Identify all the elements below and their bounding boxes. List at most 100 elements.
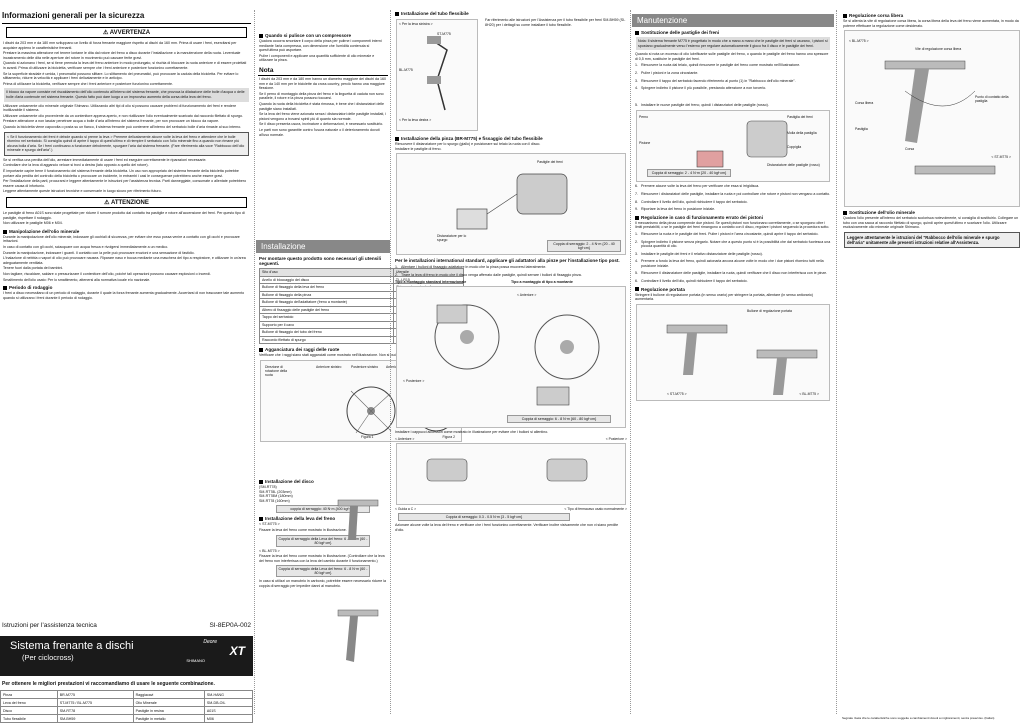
pads-heading: Sostituzione delle pastiglie dei freni	[635, 30, 831, 35]
oil-handling-para: Tenere fuori dalla portata dei bambini.	[3, 266, 64, 271]
mineral-oil-text: Durante la manipolazione dell'olio miner…	[3, 235, 250, 282]
pad-torque: Coppia di serraggio: 2 - 4 N·m {20 - 40 …	[647, 169, 731, 178]
contact-point-label: Punto di contatto della pastiglia	[975, 95, 1009, 104]
malfunction-text: Il meccanismo della pinza comprende due …	[635, 220, 830, 230]
safety-column: Informazioni generali per la sicurezza ⚠…	[0, 0, 253, 724]
caution-text: Le pastiglie di freno A01S sono state pr…	[3, 211, 250, 226]
malfunc-step: Installare le pastiglie dei freni e il r…	[641, 251, 763, 256]
pad-step: Pulire i pistoni e la zona circostante.	[641, 70, 699, 75]
shimano-logo: SHIMANO	[186, 658, 205, 663]
bullet-square-icon	[843, 13, 847, 18]
pads-note: Nota: Il sistema frenante M775 è progett…	[636, 37, 830, 51]
pad-step: Premere alcune volte la leva del freno p…	[641, 184, 760, 189]
parts-cell: Pastiglie in metallo	[132, 714, 205, 723]
pad-label: Pastiglia dei freni	[787, 115, 813, 120]
tools-cell: Tappo del serbatoio	[259, 313, 394, 322]
parts-cell: SM-BH59	[56, 714, 134, 723]
parts-cell: SM-HANG	[203, 690, 254, 699]
free-stroke-heading: Regolazione corsa libera	[843, 13, 1021, 18]
install-column: Installazione del tubo flessibile < Per …	[392, 0, 630, 724]
lever-st-label: < ST-M775 >	[259, 522, 280, 527]
oil-handling-para: L'inalazione di nebbia o vapori di olio …	[3, 256, 246, 265]
adjustment-column: Regolazione corsa libera Se si allenta l…	[840, 0, 1024, 724]
warning-para: Prestare la massima attenzione nel tener…	[3, 51, 241, 60]
free-screw-label: Vite di regolazione corsa libera	[915, 47, 962, 52]
nota-title: Nota	[259, 66, 274, 74]
warning-para: Se la superficie stradale è umida, i pne…	[3, 71, 239, 81]
post-para: Per l'installazione della parti, procura…	[3, 179, 247, 188]
notes-column: Quando si pulisce con un compressore Qua…	[256, 0, 390, 724]
heading-text: Regolazione portata	[641, 286, 685, 292]
spoke-text: Verificare che i raggi siano stati aggan…	[259, 353, 458, 357]
bullet-square-icon	[259, 33, 263, 38]
parts-cell: Raggiacavi	[132, 690, 205, 699]
malfunc-step: Premere a fondo la leva del freno, quind…	[641, 259, 824, 268]
oil-para: Utilizzare unicamente olio proveniente d…	[3, 113, 244, 118]
tools-cell: Bullone di fissaggio della pinza	[259, 290, 394, 299]
lever-figures	[330, 480, 390, 700]
heading-text: Installazione del disco	[265, 479, 314, 484]
oil-handling-para: In caso di contatto con gli occhi, sciac…	[3, 245, 169, 249]
safety-title: Informazioni generali per la sicurezza	[2, 11, 145, 20]
stroke-label: Corsa	[905, 147, 915, 152]
oil-handling-para: Durante la manipolazione dell'olio miner…	[3, 234, 240, 244]
reach-st-label: < ST-M775 >	[667, 391, 687, 396]
pad-stroke-label: Pastiglia	[855, 127, 868, 132]
free-stroke-figure: < BL-M775 > Vite di regolazione corsa li…	[844, 30, 1020, 208]
cap-anteriore: < Anteriore >	[395, 436, 415, 441]
warning-para: I dischi da 203 mm e da 180 mm sviluppan…	[3, 41, 237, 50]
heading-text: Sostituzione delle pastiglie dei freni	[641, 30, 720, 35]
lever-bl-label: < BL-M775 >	[259, 548, 280, 553]
caution-label: ATTENZIONE	[110, 200, 149, 207]
pad-step: Rimuovere la ruota dal telaio, quindi ri…	[641, 63, 801, 68]
malfunc-step: Controllare il livello dell'olio, quindi…	[641, 279, 748, 284]
parts-cell: Olio Minerale	[132, 698, 205, 707]
nota-para: Quando la ruota della bicicletta è stata…	[259, 101, 385, 111]
bedding-text: I freni a disco necessitano di un period…	[3, 291, 245, 300]
nota-para: Le parti non sono garantite contro l'usu…	[259, 127, 380, 137]
bullet-square-icon	[395, 136, 399, 141]
caution-para: Non utilizzare le pastiglie M06 e M04.	[3, 221, 63, 226]
bullet-square-icon	[259, 517, 263, 522]
malfunction-heading: Regolazione in caso di funzionamento err…	[635, 215, 831, 220]
install-banner: Installazione	[256, 240, 390, 253]
oil-reference-box: Leggere attentamente le istruzioni del "…	[844, 231, 1020, 248]
bullet-square-icon	[395, 11, 399, 16]
bullet-square-icon	[843, 210, 847, 215]
nota-para: Se il disco presenta usura, incrinature …	[259, 122, 384, 127]
oil-para: Prestare attenzione a non lasciar penetr…	[3, 119, 220, 124]
parts-cell: Pastiglie in resina	[132, 706, 205, 715]
cap-diagram	[426, 458, 588, 482]
carbon-bar-note: In caso si utilizzi un manubrio in carbo…	[259, 579, 387, 588]
mount-std-label: Tipo a montaggio standard internazionale	[395, 280, 467, 285]
bullet-square-icon	[259, 479, 263, 484]
parts-cell: ST-M775 / BL-M775	[56, 698, 134, 707]
post-para: Controllare che la leva di aggancio velo…	[3, 163, 149, 168]
free-bl-label: < BL-M775 >	[849, 39, 869, 44]
warning-text: I dischi da 203 mm e da 180 mm sviluppan…	[3, 41, 250, 86]
post-para: Se si verifica una perdita dell'olio, ar…	[3, 157, 207, 162]
pad-step: Riportare la leva del freno in posizione…	[641, 207, 716, 212]
caliper-figure: Pastiglie dei freni Distanziatore per lo…	[396, 153, 626, 256]
adapter-torque: Coppia di serraggio: 6 - 8 N·m {60 - 80 …	[507, 415, 611, 424]
rear-left-label: Posteriore sinistro	[351, 364, 379, 369]
oil-para: Quando la bicicletta viene capovolta o p…	[3, 124, 242, 129]
bullet-square-icon	[259, 347, 263, 352]
pads-figure: Pastiglia dei freni Perno Molla della pa…	[636, 110, 830, 183]
bullet-square-icon	[635, 215, 639, 220]
warning-label: AVVERTENZA	[109, 30, 151, 36]
heading-text: Sostituzione dell'olio minerale	[849, 210, 915, 216]
anteriore-label: < Anteriore >	[517, 293, 537, 298]
mineral-oil-heading: Manipolazione dell'olio minerale	[3, 229, 250, 234]
pad-step: Spingere indietro il pistone il più poss…	[641, 86, 767, 91]
hose-text: Far riferimento alle istruzioni per l'As…	[485, 18, 626, 27]
caution-triangle-icon: ⚠	[104, 200, 110, 207]
compressor-para: Qualora occorra smontare il corpo della …	[259, 39, 382, 53]
caliper-diagram	[456, 173, 568, 230]
lever-torque-st: Coppia di serraggio della Leva del freno…	[276, 534, 370, 547]
pads-diagram	[696, 121, 788, 168]
product-title: Sistema frenante a dischi	[10, 640, 134, 652]
